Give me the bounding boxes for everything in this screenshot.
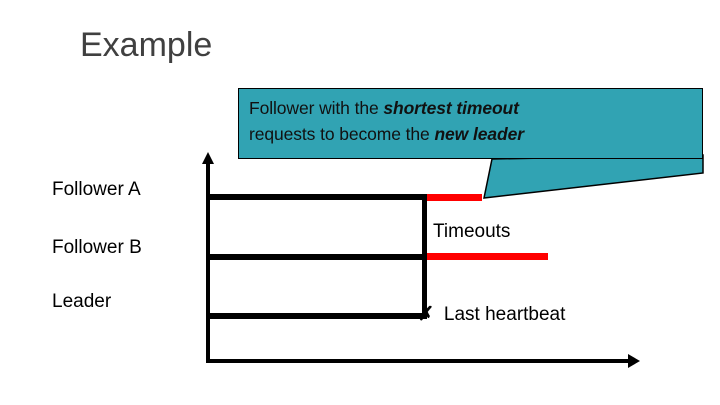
x-axis-line [206, 359, 630, 363]
y-axis-line [206, 163, 210, 363]
timeout-bar-follower-b [425, 253, 548, 260]
x-axis-arrow-icon [628, 354, 640, 368]
timeout-bar-follower-a [425, 194, 482, 201]
row-label-follower-a: Follower A [52, 179, 141, 200]
callout-box: Follower with the shortest timeout reque… [238, 88, 703, 159]
callout-line-1: Follower with the shortest timeout [249, 95, 692, 121]
row-label-follower-b: Follower B [52, 237, 142, 258]
y-axis-arrow-icon [202, 152, 214, 164]
callout-line-1-text: Follower with the [249, 98, 384, 118]
timeline-track-follower-b [209, 254, 425, 260]
timeline-track-follower-a [209, 194, 425, 200]
last-heartbeat-label: Last heartbeat [443, 304, 566, 325]
callout-tail-icon [483, 154, 704, 199]
callout-line-2-text: requests to become the [249, 124, 435, 144]
callout-line-2-emphasis: new leader [434, 124, 524, 144]
page-title: Example [80, 26, 213, 64]
cross-icon: ✗ [418, 304, 434, 325]
last-heartbeat-annotation: ✗ Last heartbeat [418, 303, 565, 327]
last-heartbeat-marker-line [422, 194, 427, 319]
timeline-track-leader [209, 313, 425, 319]
callout-line-1-emphasis: shortest timeout [383, 98, 519, 118]
callout-line-2: requests to become the new leader [249, 121, 692, 147]
timeouts-label: Timeouts [433, 221, 511, 242]
row-label-leader: Leader [52, 291, 112, 312]
